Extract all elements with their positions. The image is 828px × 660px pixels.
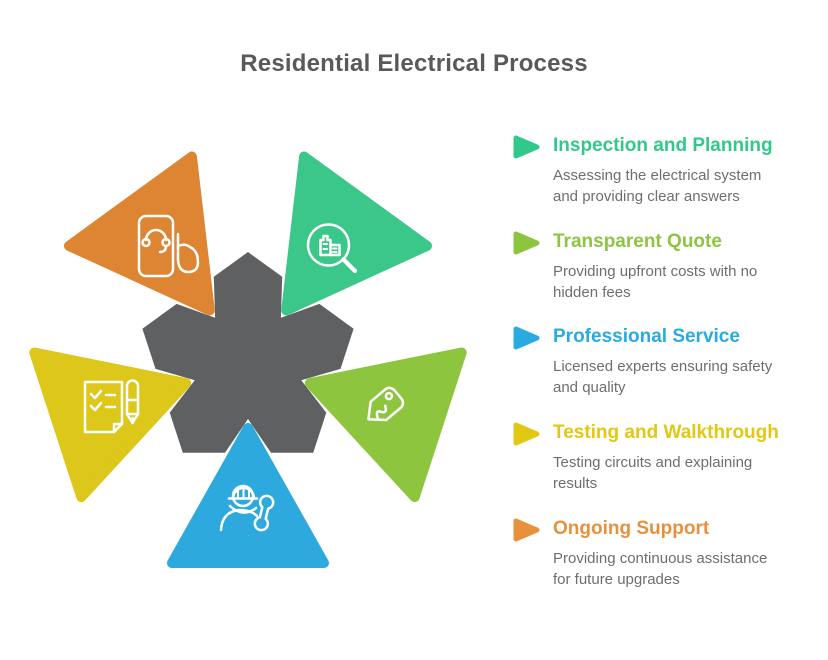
legend-item-title: Ongoing Support	[553, 518, 710, 539]
electrician-wrench-icon	[219, 484, 275, 532]
legend-item-title: Professional Service	[553, 326, 740, 347]
legend-item-title: Testing and Walkthrough	[553, 422, 779, 443]
segment-triangle-inspection	[281, 151, 432, 316]
legend-arrow-icon	[513, 231, 540, 255]
legend-item-description: Licensed experts ensuring safety and qua…	[553, 358, 773, 396]
segment-triangle-quote	[304, 347, 467, 503]
segment-triangle-testing	[29, 347, 192, 503]
legend-item: Inspection and Planning Assessing the el…	[513, 134, 793, 207]
legend-item-description: Testing circuits and explaining results	[553, 454, 753, 492]
legend-arrow-icon	[513, 422, 540, 446]
legend-item-title: Inspection and Planning	[553, 135, 773, 156]
legend-arrow-icon	[513, 135, 540, 159]
legend-item: Professional Service Licensed experts en…	[513, 325, 793, 398]
diagram-icons	[83, 214, 405, 532]
magnifier-building-icon	[306, 223, 358, 274]
diagram-shapes	[29, 151, 467, 568]
legend-item-description: Assessing the electrical system and prov…	[553, 167, 762, 205]
page-title: Residential Electrical Process	[240, 50, 588, 77]
legend-item: Ongoing Support Providing continuous ass…	[513, 517, 793, 590]
legend-item-description: Providing upfront costs with no hidden f…	[553, 263, 758, 301]
legend-arrow-icon	[513, 518, 540, 542]
legend-item-title: Transparent Quote	[553, 231, 722, 252]
checklist-pen-icon	[83, 379, 140, 434]
price-tag-icon	[367, 386, 405, 422]
legend-arrow-icon	[513, 326, 540, 350]
legend-item: Testing and Walkthrough Testing circuits…	[513, 421, 793, 494]
pentagon-core	[142, 252, 354, 453]
legend-item: Transparent Quote Providing upfront cost…	[513, 230, 793, 303]
legend-item-description: Providing continuous assistance for futu…	[553, 550, 768, 588]
phone-headset-icon	[137, 214, 200, 278]
